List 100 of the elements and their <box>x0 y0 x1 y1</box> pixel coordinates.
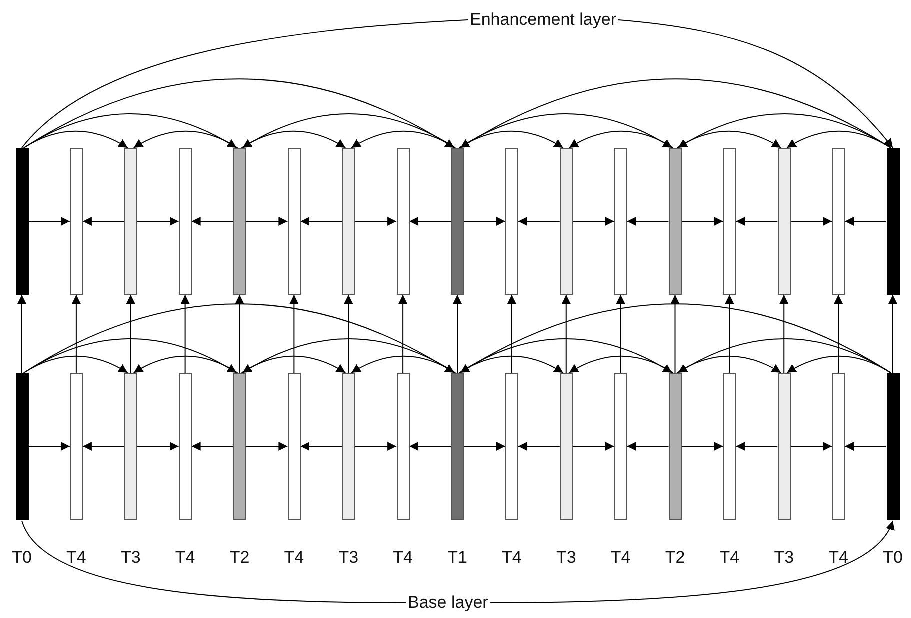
arrow <box>126 294 136 374</box>
arrow <box>354 217 398 226</box>
arrow <box>568 356 674 374</box>
arrow <box>453 294 462 374</box>
arrow <box>780 294 789 374</box>
frame-bar <box>614 373 628 520</box>
frame-bar <box>124 148 138 295</box>
temporal-level-label: T4 <box>610 548 632 568</box>
frame-bar <box>178 373 192 520</box>
arrow <box>459 130 564 148</box>
layer-label: Enhancement layer <box>470 10 616 30</box>
frame-bar <box>832 148 846 295</box>
frame-bar <box>16 373 28 520</box>
arrow <box>736 217 778 226</box>
arrow <box>136 217 180 226</box>
arrow <box>28 442 70 451</box>
frame-bar <box>396 373 410 520</box>
arrow <box>351 130 456 148</box>
arrow <box>246 217 288 226</box>
arrow <box>241 130 346 148</box>
temporal-level-label: T0 <box>11 548 33 568</box>
frame-bar <box>832 373 846 520</box>
arrow <box>681 442 724 451</box>
frame-bar <box>342 373 356 520</box>
arrow <box>616 294 626 374</box>
arrow <box>344 294 354 374</box>
arrow <box>518 442 560 451</box>
arrow <box>290 294 299 374</box>
frame-bar <box>451 373 464 520</box>
arrow <box>242 338 456 374</box>
arrow <box>300 442 343 451</box>
frame-bar <box>560 373 573 520</box>
temporal-level-label: T4 <box>501 548 523 568</box>
arrow <box>464 442 506 451</box>
arrow <box>572 217 615 226</box>
frame-bar <box>396 148 410 295</box>
arrow <box>133 130 238 148</box>
temporal-level-label: T4 <box>392 548 414 568</box>
temporal-level-label: T2 <box>664 548 686 568</box>
temporal-level-label: T4 <box>718 548 741 568</box>
temporal-level-label: T4 <box>283 548 306 568</box>
arrow <box>398 294 408 374</box>
arrow <box>28 217 70 226</box>
arrow <box>562 294 571 374</box>
leader-line <box>618 20 894 148</box>
frame-bar <box>614 148 628 295</box>
frame-bar <box>16 148 28 295</box>
frame-bar <box>70 148 83 295</box>
arrow <box>235 294 244 374</box>
arrow <box>18 294 26 374</box>
arrow <box>242 113 456 148</box>
arrow <box>568 130 674 148</box>
temporal-level-label: T2 <box>228 548 251 568</box>
arrow <box>300 217 343 226</box>
frame-bar <box>505 148 518 295</box>
frame-bar <box>668 148 682 295</box>
arrow <box>670 294 680 374</box>
arrow <box>572 442 615 451</box>
arrow <box>191 442 234 451</box>
arrow <box>786 130 892 148</box>
arrow <box>24 113 238 148</box>
arrow <box>136 442 180 451</box>
temporal-level-label: T3 <box>338 548 360 568</box>
arrow <box>351 356 456 374</box>
frame-bar <box>668 373 682 520</box>
frame-bar <box>778 148 791 295</box>
arrow <box>241 356 346 374</box>
arrow <box>786 356 892 374</box>
arrow <box>24 356 128 374</box>
arrow <box>725 294 734 374</box>
arrow <box>681 217 724 226</box>
arrow <box>354 442 398 451</box>
arrow <box>888 294 898 374</box>
temporal-level-label: T3 <box>120 548 142 568</box>
leader-line <box>22 20 468 148</box>
arrow <box>246 442 288 451</box>
arrow <box>459 113 673 148</box>
leader-line <box>490 520 894 604</box>
arrow <box>464 217 506 226</box>
arrow <box>72 294 81 374</box>
arrow <box>133 356 238 374</box>
temporal-level-label: T4 <box>174 548 196 568</box>
temporal-level-label: T0 <box>882 548 904 568</box>
frame-bar <box>233 148 246 295</box>
frame-bar <box>70 373 83 520</box>
arrow <box>82 217 125 226</box>
frame-bar <box>124 373 138 520</box>
arrow <box>844 442 887 451</box>
arrow <box>626 442 670 451</box>
temporal-level-label: T4 <box>828 548 850 568</box>
arrow <box>676 130 782 148</box>
temporal-level-label: T3 <box>555 548 578 568</box>
frame-bar <box>342 148 356 295</box>
arrow <box>409 217 452 226</box>
arrow <box>626 217 670 226</box>
arrow <box>736 442 778 451</box>
frame-bar <box>778 373 791 520</box>
arrow <box>790 442 833 451</box>
frame-bar <box>886 373 900 520</box>
frame-bar <box>723 148 736 295</box>
